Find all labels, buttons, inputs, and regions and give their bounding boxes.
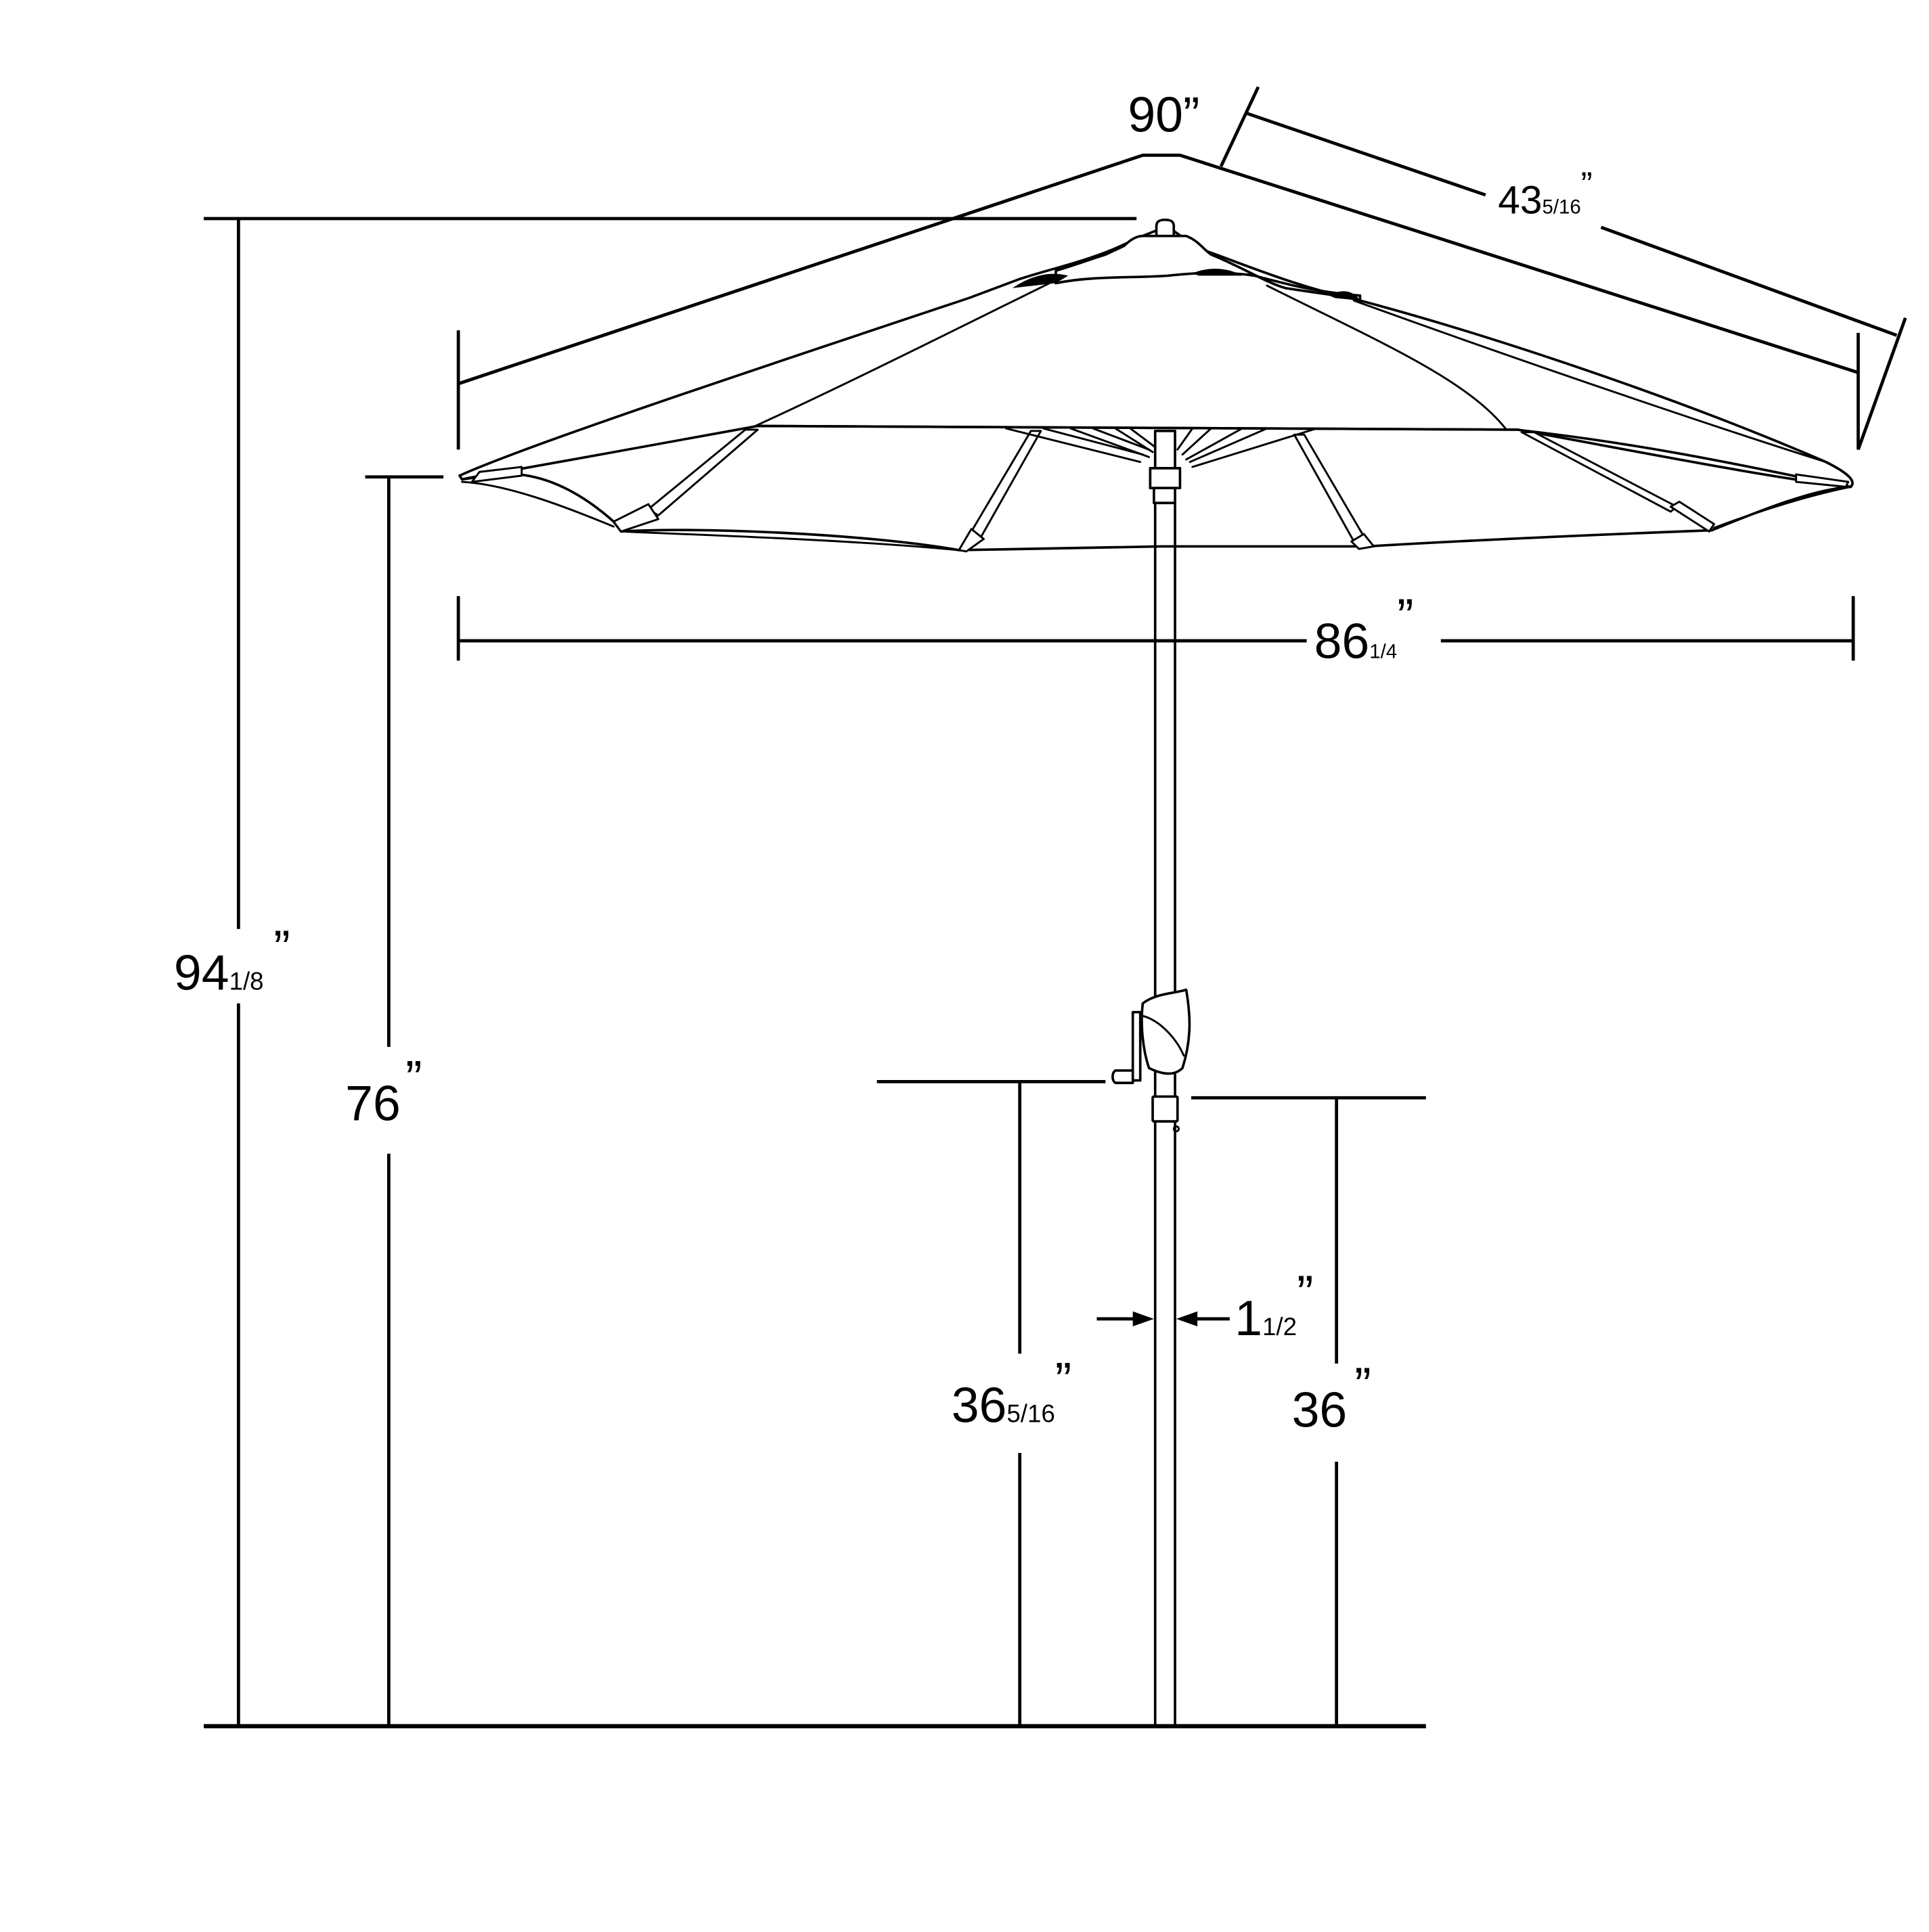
tilt-collar — [1151, 1095, 1179, 1123]
vent-shadow-right — [1329, 291, 1360, 301]
vent-shadow-center — [1192, 269, 1243, 276]
crank-housing — [1140, 988, 1191, 1075]
strut-3 — [1069, 427, 1150, 458]
umbrella — [458, 218, 1854, 1728]
arrow-right-icon — [1132, 1311, 1154, 1326]
strut-2 — [1042, 427, 1144, 456]
canopy-vent — [1055, 234, 1362, 302]
hub-collar — [1149, 467, 1182, 490]
ribs — [470, 428, 1850, 553]
label-43-5-16: 435/16” — [1498, 164, 1593, 223]
rib-right-tick — [1857, 317, 1907, 451]
hub-top — [1153, 429, 1176, 470]
label-36: 36” — [1292, 1357, 1371, 1438]
arrow-left-icon — [1176, 1311, 1198, 1326]
rib-43-line-left — [1245, 111, 1486, 197]
valance-curve-4 — [1713, 485, 1852, 529]
strut-7 — [1176, 427, 1194, 451]
finial — [1155, 218, 1176, 238]
label-86-1-4: 861/4” — [1314, 589, 1414, 669]
label-94-1-8: 941/8” — [174, 920, 290, 1001]
rib-43-line-right — [1600, 225, 1898, 337]
strut-1 — [1005, 427, 1142, 464]
strut-5 — [1114, 427, 1154, 453]
canopy-rim-line — [756, 424, 1520, 431]
valance-curve-3 — [1365, 529, 1713, 547]
strut-11 — [1191, 427, 1318, 468]
valance-curve-1 — [461, 480, 615, 528]
canopy-seam-right — [1266, 284, 1507, 430]
rib-tip-right — [1795, 473, 1850, 488]
rib-tip-left — [470, 466, 523, 483]
label-1-1-2: 11/2” — [1235, 1265, 1313, 1346]
label-76: 76” — [345, 1051, 422, 1131]
crank-housing-seam — [1141, 1014, 1185, 1057]
valance-curve-2 — [620, 530, 960, 552]
label-36-5-16: 365/16” — [952, 1353, 1072, 1433]
canopy-seam-left — [751, 282, 1051, 428]
rib-tip-1 — [613, 503, 660, 533]
rib-left-tick — [1219, 86, 1260, 167]
hub-runner — [1153, 487, 1176, 505]
strut-9 — [1185, 427, 1243, 461]
vent-shadow-left — [1012, 273, 1069, 288]
strut-6 — [1129, 427, 1157, 449]
canopy-arc-90-line — [458, 154, 1859, 386]
hub-struts — [1005, 427, 1318, 468]
strut-10 — [1189, 427, 1268, 464]
tilt-button — [1172, 1125, 1180, 1133]
crank-handle — [1111, 1069, 1134, 1085]
rib-tip-4 — [1669, 500, 1715, 533]
canopy-edge-right — [1352, 299, 1827, 464]
rib-tip-3 — [1350, 533, 1375, 550]
rib-tip-2 — [958, 528, 985, 553]
crank-arm — [1131, 1010, 1142, 1082]
strut-8 — [1181, 427, 1212, 456]
dimension-lines — [203, 86, 1907, 1728]
strut-4 — [1092, 427, 1150, 451]
label-90: 90” — [1128, 87, 1199, 143]
dimension-labels: 90” 435/16” 861/4” 941/8” 76” 365/16” 36… — [174, 87, 1593, 1438]
